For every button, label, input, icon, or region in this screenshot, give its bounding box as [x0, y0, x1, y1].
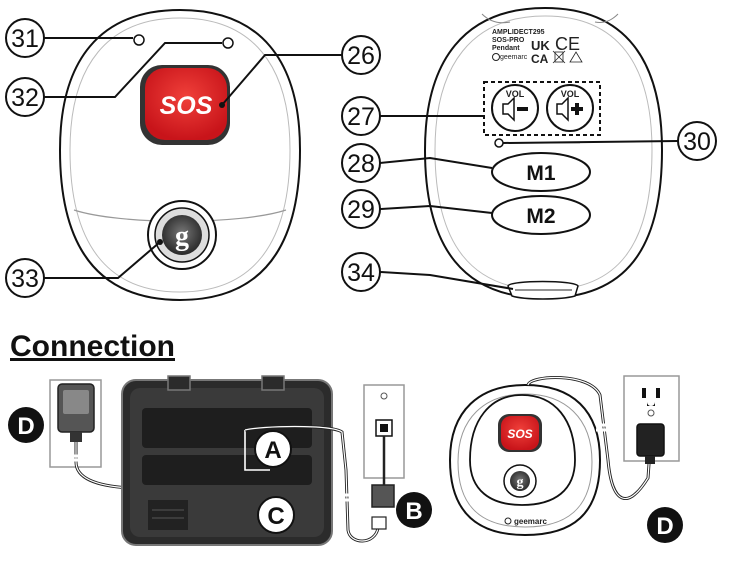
base-clip-right [261, 375, 285, 391]
base-clip-left [167, 375, 191, 391]
power-adapter-face [63, 390, 89, 414]
callout-30: 30 [502, 121, 717, 161]
volume-buttons-highlight [483, 81, 601, 136]
callout-27-label: 27 [347, 103, 375, 131]
sos-button-label: SOS [160, 92, 213, 120]
callout-28: 28 [341, 143, 493, 183]
brand-dot-icon [492, 53, 500, 61]
reset-pinhole[interactable] [494, 138, 504, 148]
front-pendant-body [58, 8, 302, 302]
marker-d-left-label: D [17, 413, 34, 440]
back-label-brand: geemarc [500, 54, 528, 61]
vol-plus-button[interactable]: VOL [546, 84, 594, 132]
cradle-brand: geemarc [514, 517, 547, 526]
connection-right: SOS g geemarc D [448, 375, 683, 543]
led-indicator-right [222, 37, 234, 49]
power-adapter-neck [70, 432, 82, 442]
callout-32-label: 32 [11, 84, 39, 112]
ca-mark: CA [531, 52, 549, 66]
vol-minus-label: VOL [506, 89, 525, 99]
base-vent [148, 500, 188, 530]
m1-button[interactable]: M1 [491, 152, 591, 192]
ce-mark: CE [555, 34, 580, 54]
led-indicator-left [133, 34, 145, 46]
uk-mark: UK [531, 38, 550, 53]
callout-28-label: 28 [347, 150, 375, 178]
power-plug-right [636, 423, 665, 457]
callout-33: 33 [5, 239, 163, 298]
back-product-label: AMPLIDECT295 SOS-PRO Pendant geemarc UK … [492, 29, 583, 66]
marker-c: C [257, 496, 295, 534]
callout-32: 32 [5, 42, 222, 117]
marker-b: B [396, 492, 432, 528]
marker-d-right: D [647, 507, 683, 543]
weee-bin-icon [552, 50, 566, 64]
front-pendant-inner-edge [69, 17, 291, 293]
rj11-plug-icon [371, 516, 387, 530]
back-pendant: AMPLIDECT295 SOS-PRO Pendant geemarc UK … [341, 6, 717, 300]
phone-cable-internal [244, 430, 270, 471]
marker-d-right-label: D [656, 513, 673, 540]
callout-34: 34 [341, 252, 514, 292]
speaker-minus-icon [502, 96, 528, 122]
marker-b-label: B [405, 498, 422, 525]
section-heading: Connection [10, 330, 175, 363]
cradle-logo-center [510, 471, 530, 491]
callout-26: 26 [219, 35, 381, 108]
lanyard-slot-left [481, 13, 511, 24]
callout-34-label: 34 [347, 259, 375, 287]
vol-plus-label: VOL [561, 89, 580, 99]
callout-30-label: 30 [683, 128, 711, 156]
logo-button-center [162, 215, 202, 255]
callout-31-label: 31 [11, 25, 39, 53]
connection-left: D A C [8, 375, 432, 546]
callout-29: 29 [341, 189, 493, 229]
m1-button-label: M1 [526, 162, 555, 185]
front-pendant: SOS g 31 32 26 33 [5, 8, 381, 302]
callout-26-label: 26 [347, 42, 375, 70]
back-label-line-2: SOS-PRO [492, 37, 525, 44]
lanyard-slot-right [594, 13, 619, 23]
callout-31: 31 [5, 18, 133, 58]
m2-button[interactable]: M2 [491, 195, 591, 235]
cradle-sos-button [501, 416, 539, 450]
warning-icon [569, 51, 583, 63]
marker-d-left: D [8, 407, 44, 443]
callout-33-label: 33 [11, 265, 39, 293]
cradle-geemarc-logo-icon: g [517, 475, 524, 490]
adsl-filter [371, 484, 395, 508]
callout-29-label: 29 [347, 196, 375, 224]
m2-button-label: M2 [526, 205, 555, 228]
marker-a: A [254, 430, 292, 468]
back-label-line-3: Pendant [492, 45, 520, 52]
callout-27: 27 [341, 96, 484, 136]
geemarc-logo-icon: g [175, 221, 189, 252]
cradle-sos-label: SOS [507, 427, 532, 441]
marker-c-label: C [267, 503, 284, 530]
marker-a-label: A [264, 437, 281, 464]
speaker-plus-icon [556, 96, 583, 122]
sos-button[interactable] [145, 68, 227, 140]
vol-minus-button[interactable]: VOL [491, 84, 539, 132]
back-label-line-1: AMPLIDECT295 [492, 29, 545, 36]
